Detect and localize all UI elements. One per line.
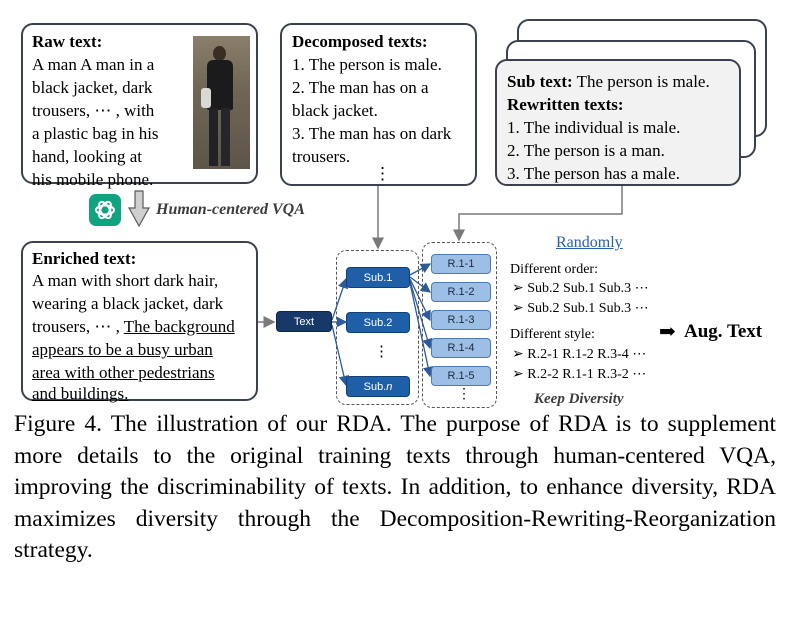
text-node: Text <box>276 311 332 332</box>
decomposed-line-2: 2. The man has on a <box>292 78 429 97</box>
enriched-underlined-2: area with other pedestrians <box>32 363 215 382</box>
sub-node-n-prefix: Sub. <box>363 380 387 393</box>
raw-line-1: A man A man in a <box>32 55 155 74</box>
rewritten-line-3: 3. The person has a male. <box>507 164 680 183</box>
rewritten-line-1: 1. The individual is male. <box>507 118 681 137</box>
enriched-text-box: Enriched text: A man with short dark hai… <box>21 241 258 403</box>
sub-node-n-suffix: n <box>386 380 393 393</box>
decomposed-texts-box: Decomposed texts: 1. The person is male.… <box>280 23 477 186</box>
rewritten-texts-box: Sub text: The person is male. Rewritten … <box>495 59 741 186</box>
raw-text-box: Raw text: A man A man in a black jacket,… <box>21 23 258 189</box>
sub-node-n: Sub.n <box>346 376 410 397</box>
enriched-title: Enriched text: <box>32 249 137 268</box>
aug-text-label: Aug. Text <box>684 321 763 342</box>
decomposed-line-1: 1. The person is male. <box>292 55 442 74</box>
sub-text-value: The person is male. <box>572 72 710 91</box>
decomposed-dots: ⋮ <box>374 164 391 183</box>
raw-line-6: his mobile phone. <box>32 170 154 189</box>
order-line-2: ➢ Sub.2 Sub.1 Sub.3 ⋯ <box>512 301 649 316</box>
aug-arrow-icon: ➡ <box>659 321 676 343</box>
style-line-2: ➢ R.2-2 R.1-1 R.3-2 ⋯ <box>512 367 647 382</box>
sub-text-line: Sub text: The person is male. <box>507 70 710 94</box>
sub-node-2: Sub.2 <box>346 312 410 333</box>
enriched-line-3-plain: trousers, ⋯ , <box>32 317 124 336</box>
raw-line-4: a plastic bag in his <box>32 124 159 143</box>
enriched-underlined-1: appears to be a busy urban <box>32 340 213 359</box>
style-label: Different style: <box>510 327 595 342</box>
enriched-line-2: wearing a black jacket, dark <box>32 294 224 313</box>
rewrite-node-1: R.1-1 <box>431 254 491 274</box>
rewrite-dots: ⋮ <box>457 387 471 402</box>
vqa-label: Human-centered VQA <box>156 201 305 218</box>
raw-line-5: hand, looking at <box>32 147 143 166</box>
rewrite-node-4: R.1-4 <box>431 338 491 358</box>
order-line-1: ➢ Sub.2 Sub.1 Sub.3 ⋯ <box>512 281 649 296</box>
decomposed-title: Decomposed texts: <box>292 32 428 51</box>
decomposed-line-4: 3. The man has on dark <box>292 124 452 143</box>
raw-line-2: black jacket, dark <box>32 78 153 97</box>
enriched-line-3-underlined: The background <box>123 317 235 336</box>
order-label: Different order: <box>510 262 598 277</box>
rewritten-title: Rewritten texts: <box>507 95 624 114</box>
sub-text-label: Sub text: <box>507 72 573 91</box>
rewritten-line-2: 2. The person is a man. <box>507 141 665 160</box>
enriched-underlined-3: and buildings. <box>32 384 129 403</box>
style-line-1: ➢ R.2-1 R.1-2 R.3-4 ⋯ <box>512 347 647 362</box>
rewrite-node-2: R.1-2 <box>431 282 491 302</box>
keep-diversity-label: Keep Diversity <box>534 391 624 407</box>
sub-node-1: Sub.1 <box>346 267 410 288</box>
raw-text-title: Raw text: <box>32 32 103 51</box>
enriched-line-1: A man with short dark hair, <box>32 271 219 290</box>
enriched-line-3: trousers, ⋯ , The background <box>32 315 235 339</box>
randomly-label: Randomly <box>556 234 623 251</box>
rewrite-group <box>422 242 497 408</box>
chatgpt-logo-icon <box>89 194 121 226</box>
decomposed-line-5: trousers. <box>292 147 351 166</box>
figure-caption: Figure 4. The illustration of our RDA. T… <box>14 411 776 563</box>
raw-line-3: trousers, ⋯ , with <box>32 101 155 120</box>
rewrite-node-5: R.1-5 <box>431 366 491 386</box>
person-photo <box>193 36 250 169</box>
sub-group <box>336 250 419 405</box>
sub-dots: ⋮ <box>374 344 389 360</box>
decomposed-line-3: black jacket. <box>292 101 378 120</box>
rewrite-node-3: R.1-3 <box>431 310 491 330</box>
